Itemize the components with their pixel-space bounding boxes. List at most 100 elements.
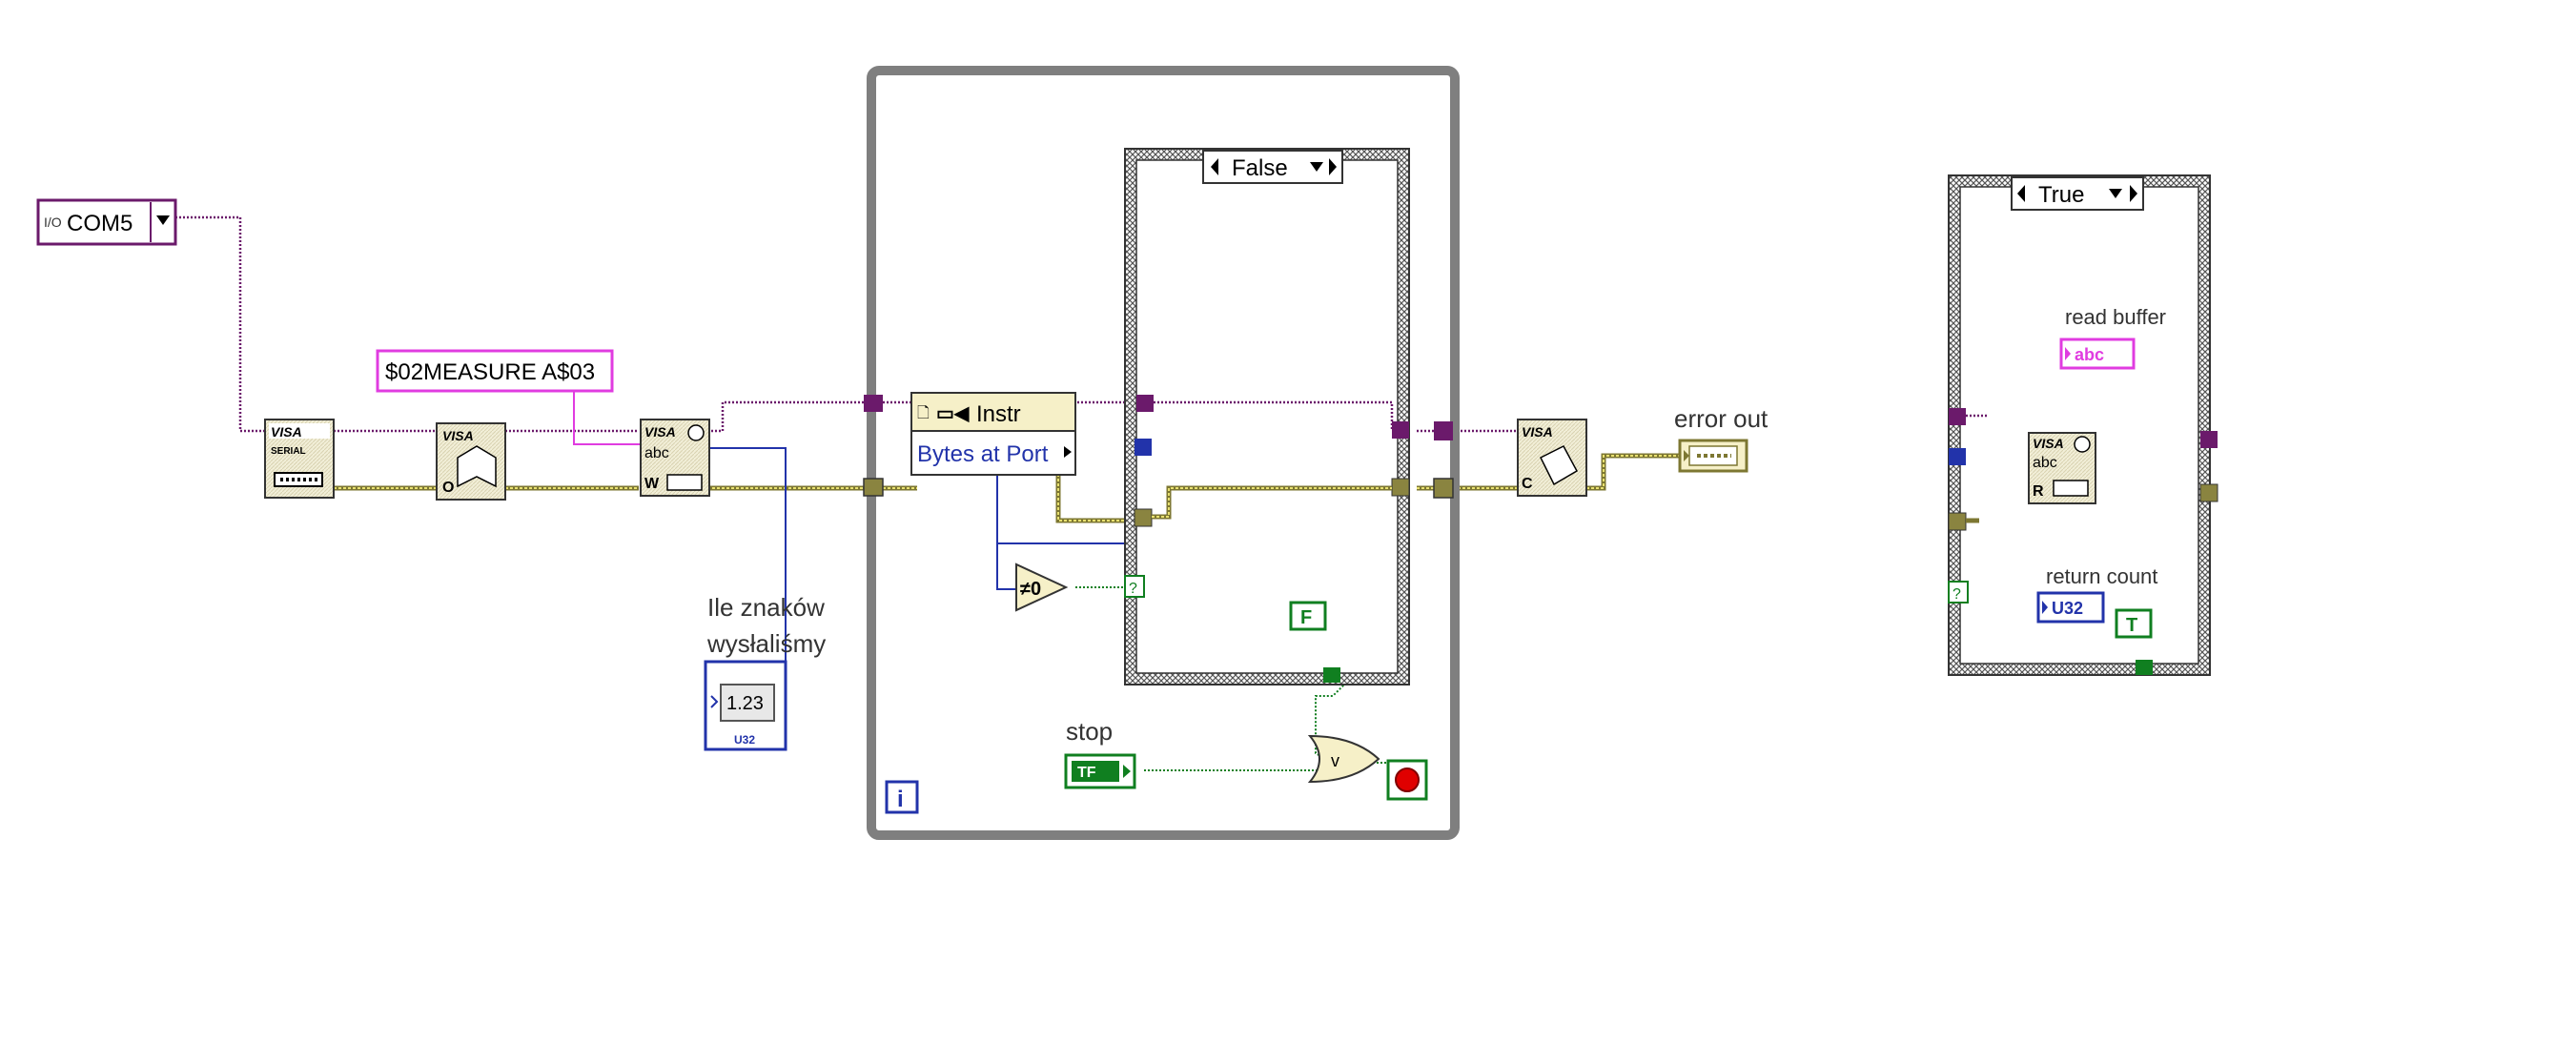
chevron-down-icon[interactable] (1310, 162, 1323, 172)
wire-numeric (707, 447, 787, 749)
case-tunnel-error (1948, 512, 1967, 531)
visa-write-node[interactable]: VISA abc W (640, 419, 710, 497)
case-tunnel-error (1134, 508, 1153, 527)
chevron-right-icon[interactable] (2130, 185, 2137, 202)
case-tunnel-numeric (1949, 448, 1966, 465)
indicator-label: wysłaliśmy (706, 629, 826, 658)
doc-icon: 🗋 (917, 404, 930, 421)
svg-text:abc: abc (2075, 345, 2104, 364)
indicator-label: Ile znaków (707, 593, 825, 622)
bytes-written-indicator[interactable]: Ile znaków wysłaliśmy 1.23 U32 (704, 593, 826, 751)
property-label: Bytes at Port (917, 441, 1049, 467)
indicator-value: 1.23 (726, 693, 764, 714)
visa-read-node[interactable]: VISA abc R (2028, 432, 2096, 504)
closed-book-icon (1539, 445, 1579, 486)
error-out-indicator[interactable]: error out (1674, 404, 1768, 473)
chevron-down-icon[interactable] (156, 215, 170, 225)
visa-close-node[interactable]: VISA C (1517, 419, 1587, 497)
case-selector-terminal (1124, 575, 1145, 598)
buffer-icon (666, 474, 703, 491)
svg-text:v: v (1331, 751, 1339, 770)
node-label: C (1522, 476, 1533, 492)
chevron-right-icon[interactable] (1329, 158, 1337, 175)
svg-text:U32: U32 (2052, 599, 2083, 618)
clock-icon (2074, 436, 2091, 453)
property-node[interactable]: 🗋 ▭◀ Instr Bytes at Port (910, 392, 1076, 476)
visa-serial-config-node[interactable]: VISA SERIAL (264, 419, 335, 499)
plug-icon: ▭◀ (936, 403, 970, 424)
node-label: abc (2033, 455, 2057, 471)
case-structure-false[interactable]: False ? (1124, 148, 1410, 685)
case-tunnel-visa (1949, 408, 1966, 425)
loop-tunnel-error (1433, 478, 1454, 499)
case-true-inner-wires (1966, 414, 1989, 523)
svg-text:?: ? (1952, 586, 1961, 603)
loop-tunnel-visa (1434, 421, 1453, 440)
clock-icon (687, 424, 705, 441)
svg-text:T: T (2126, 615, 2137, 636)
node-label: VISA (644, 424, 676, 440)
wire-numeric (996, 543, 1024, 590)
node-label: abc (644, 445, 669, 461)
open-book-icon (457, 445, 497, 488)
case-selector-label: True (2038, 182, 2084, 208)
case-selector[interactable] (2011, 176, 2144, 211)
case-tunnel-error (2199, 483, 2218, 502)
true-constant[interactable]: T (2115, 608, 2153, 639)
node-label: VISA (442, 428, 474, 443)
chevron-left-icon[interactable] (1211, 158, 1218, 175)
svg-text:F: F (1300, 607, 1312, 628)
case-tunnel-numeric (1135, 439, 1152, 456)
case-tunnel-boolean (1323, 667, 1340, 683)
node-label: VISA (2033, 436, 2064, 451)
read-buffer-indicator[interactable]: read buffer abc (2059, 305, 2166, 370)
node-label: W (644, 476, 660, 492)
node-label: O (442, 480, 454, 496)
stop-control[interactable]: stop TF (1064, 717, 1136, 789)
case-selector-terminal (1948, 581, 1969, 604)
svg-text:$02MEASURE A$03: $02MEASURE A$03 (385, 359, 595, 385)
loop-tunnel-visa (864, 395, 883, 412)
false-constant[interactable]: F (1289, 601, 1327, 631)
or-gate[interactable]: v (1307, 734, 1380, 784)
visa-open-node[interactable]: VISA O (436, 422, 506, 501)
indicator-type: U32 (734, 733, 755, 747)
not-equal-zero-node[interactable]: ≠0 (1015, 563, 1069, 612)
node-label: VISA (1522, 424, 1553, 440)
node-label: VISA (271, 424, 302, 440)
node-label: R (2033, 483, 2044, 500)
wire-string (573, 391, 641, 445)
case-tunnel-error (1391, 478, 1410, 497)
visa-resource-value: COM5 (67, 211, 133, 236)
node-label: SERIAL (271, 446, 306, 457)
chevron-down-icon[interactable] (2109, 189, 2122, 198)
case-tunnel-boolean (2136, 660, 2153, 675)
read-buffer-label: read buffer (2065, 305, 2166, 329)
stop-sign-icon (1395, 767, 1420, 792)
wire-visa-resource (707, 400, 869, 433)
loop-iteration-terminal (885, 780, 919, 814)
case-selector-label: False (1232, 155, 1288, 181)
while-loop[interactable]: i (863, 66, 1460, 840)
wire-visa-resource (175, 215, 265, 433)
loop-tunnel-error (863, 478, 884, 497)
case-tunnel-visa (2200, 431, 2218, 448)
svg-text:i: i (897, 787, 904, 812)
svg-text:≠0: ≠0 (1020, 579, 1041, 600)
svg-text:TF: TF (1077, 765, 1096, 781)
visa-resource-constant[interactable]: I/O COM5 (36, 198, 177, 246)
stop-label: stop (1066, 717, 1113, 746)
string-constant[interactable]: $02MEASURE A$03 (376, 349, 614, 393)
error-out-label: error out (1674, 404, 1768, 433)
case-inner-wires (1152, 400, 1394, 520)
io-prefix: I/O (44, 215, 62, 230)
chevron-left-icon[interactable] (2017, 185, 2025, 202)
return-count-label: return count (2046, 564, 2157, 588)
property-node-header: Instr (976, 401, 1021, 427)
case-tunnel-visa (1392, 421, 1409, 439)
stop-condition-terminal[interactable] (1386, 759, 1428, 801)
case-tunnel-visa (1136, 395, 1154, 412)
svg-text:?: ? (1129, 581, 1137, 597)
buffer-icon (2053, 480, 2089, 497)
return-count-indicator[interactable]: return count U32 (2036, 564, 2157, 624)
